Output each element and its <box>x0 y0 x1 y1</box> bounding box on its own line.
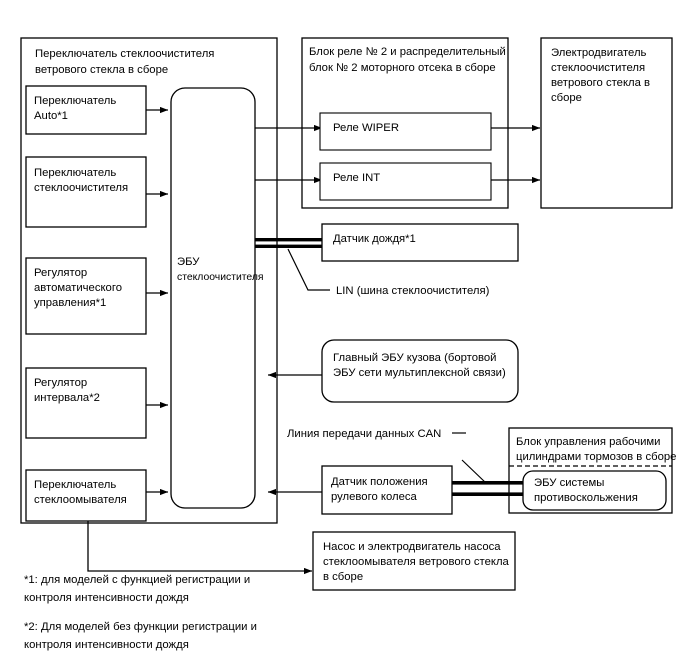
group-relay-block-label-line1: Блок реле № 2 и распределительный <box>309 46 506 58</box>
box-washer-pump[interactable]: Насос и электродвигатель насоса стеклоом… <box>312 531 516 591</box>
can-bus-leader <box>461 459 488 485</box>
footnote-2-line2: контроля интенсивности дождя <box>24 639 189 651</box>
group-relay-block-label-line2: блок № 2 моторного отсека в сборе <box>309 62 496 74</box>
box-wiper-switch-line1: Переключатель <box>34 167 116 179</box>
box-relay-int[interactable]: Реле INT <box>319 162 492 201</box>
box-skid-control-ecu[interactable]: ЭБУ системы противоскольжения <box>522 470 667 511</box>
box-wiper-ecu[interactable]: ЭБУ стеклоочистителя <box>170 87 264 509</box>
box-wiper-motor[interactable]: Электродвигатель стеклоочистителя ветров… <box>540 37 673 209</box>
box-washer-pump-line3: в сборе <box>323 571 363 583</box>
box-relay-wiper[interactable]: Реле WIPER <box>319 112 492 151</box>
group-relay-block: Блок реле № 2 и распределительный блок №… <box>301 37 509 209</box>
box-main-body-ecu-line2: ЭБУ сети мультиплексной связи) <box>333 367 506 379</box>
box-wiper-switch-line2: стеклоочистителя <box>34 182 128 194</box>
box-rain-sensor[interactable]: Датчик дождя*1 <box>321 223 519 262</box>
group-wiper-switch-assembly-label-line1: Переключатель стеклоочистителя <box>35 48 214 60</box>
box-wiper-motor-line4: сборе <box>551 92 582 104</box>
box-auto-control-regulator-line2: автоматического <box>34 282 122 294</box>
group-brake-actuator: Блок управления рабочими цилиндрами торм… <box>508 427 676 514</box>
box-steering-angle-sensor-line2: рулевого колеса <box>331 491 418 503</box>
box-wiper-switch[interactable]: Переключатель стеклоочистителя <box>25 156 147 228</box>
lin-bus <box>255 238 325 248</box>
box-washer-switch-line2: стеклоомывателя <box>34 494 127 506</box>
box-wiper-motor-line2: стеклоочистителя <box>551 62 645 74</box>
footnote-2-line1: *2: Для моделей без функции регистрации … <box>24 621 257 633</box>
box-interval-regulator[interactable]: Регулятор интервала*2 <box>25 367 147 439</box>
group-wiper-switch-assembly: Переключатель стеклоочистителя ветрового… <box>20 37 278 524</box>
box-auto-control-regulator-line1: Регулятор <box>34 267 87 279</box>
box-steering-angle-sensor-line1: Датчик положения <box>331 476 428 488</box>
box-auto-switch-line2: Auto*1 <box>34 110 68 122</box>
footnotes: *1: для моделей с функцией регистрации и… <box>24 574 257 651</box>
lin-bus-leader <box>287 248 330 291</box>
group-wiper-switch-assembly-label-line2: ветрового стекла в сборе <box>35 64 168 76</box>
box-wiper-ecu-line1: ЭБУ <box>177 256 200 268</box>
can-bus-label: Линия передачи данных CAN <box>287 428 441 440</box>
box-wiper-motor-line1: Электродвигатель <box>551 47 647 59</box>
box-washer-switch[interactable]: Переключатель стеклоомывателя <box>25 469 147 522</box>
box-interval-regulator-line1: Регулятор <box>34 377 87 389</box>
box-wiper-ecu-line2: стеклоочистителя <box>177 272 264 283</box>
box-washer-switch-line1: Переключатель <box>34 479 116 491</box>
box-steering-angle-sensor[interactable]: Датчик положения рулевого колеса <box>321 465 453 515</box>
box-wiper-motor-line3: ветрового стекла в <box>551 77 650 89</box>
box-rain-sensor-label: Датчик дождя*1 <box>333 233 416 245</box>
box-interval-regulator-line2: интервала*2 <box>34 392 100 404</box>
box-auto-control-regulator[interactable]: Регулятор автоматического управления*1 <box>25 257 147 335</box>
box-auto-switch-line1: Переключатель <box>34 95 116 107</box>
box-main-body-ecu[interactable]: Главный ЭБУ кузова (бортовой ЭБУ сети му… <box>321 339 519 403</box>
box-auto-switch[interactable]: Переключатель Auto*1 <box>25 85 147 135</box>
box-relay-int-label: Реле INT <box>333 172 380 184</box>
lin-bus-label: LIN (шина стеклоочистителя) <box>336 285 490 297</box>
footnote-1-line1: *1: для моделей с функцией регистрации и <box>24 574 250 586</box>
wire-washer-switch-to-pump <box>87 521 313 575</box>
box-skid-control-ecu-line1: ЭБУ системы <box>534 477 604 489</box>
box-auto-control-regulator-line3: управления*1 <box>34 297 106 309</box>
box-washer-pump-line1: Насос и электродвигатель насоса <box>323 541 501 553</box>
box-skid-control-ecu-line2: противоскольжения <box>534 492 638 504</box>
box-main-body-ecu-line1: Главный ЭБУ кузова (бортовой <box>333 352 496 364</box>
box-relay-wiper-label: Реле WIPER <box>333 122 399 134</box>
box-washer-pump-line2: стеклоомывателя ветрового стекла <box>323 556 510 568</box>
group-brake-actuator-label-line2: цилиндрами тормозов в сборе <box>516 451 676 463</box>
footnote-1-line2: контроля интенсивности дождя <box>24 592 189 604</box>
group-brake-actuator-label-line1: Блок управления рабочими <box>516 436 660 448</box>
